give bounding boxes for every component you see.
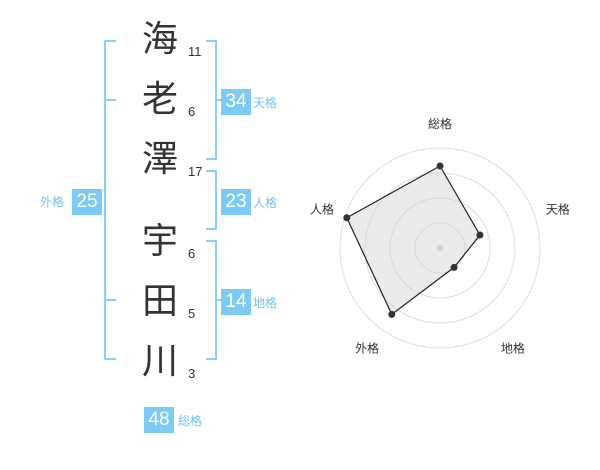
- gaikaku-badge: 25: [72, 189, 102, 215]
- radar-point: [388, 310, 396, 318]
- bracket-tick: [104, 299, 116, 301]
- stroke-count-5: 5: [188, 306, 196, 321]
- chikaku-label: 地格: [253, 296, 278, 310]
- radar-point: [436, 162, 444, 170]
- bracket-tick: [104, 99, 116, 101]
- radar-polygon: [346, 165, 481, 316]
- soukaku-badge: 48: [144, 407, 174, 433]
- name-char-3: 澤: [141, 139, 178, 180]
- stroke-count-3: 17: [188, 164, 203, 179]
- radar-center: [437, 245, 443, 251]
- bracket-tick: [217, 99, 221, 101]
- stroke-count-1: 11: [188, 44, 202, 59]
- radar-point: [450, 263, 458, 271]
- tenkaku-badge: 34: [221, 89, 251, 115]
- stroke-count-2: 6: [188, 104, 196, 119]
- jinkaku-label: 人格: [253, 196, 278, 210]
- gaikaku-bracket: [104, 40, 116, 360]
- name-char-2: 老: [141, 79, 178, 120]
- stroke-count-4: 6: [188, 246, 196, 261]
- radar-axis-label: 総格: [428, 116, 452, 131]
- stroke-count-6: 3: [188, 366, 196, 381]
- radar-axis-label: 外格: [355, 340, 379, 355]
- soukaku-label: 総格: [178, 414, 203, 428]
- gaikaku-label: 外格: [40, 195, 65, 209]
- name-char-4: 宇: [141, 221, 178, 262]
- tenkaku-bracket: [206, 40, 217, 160]
- name-char-5: 田: [141, 281, 178, 322]
- name-char-6: 川: [141, 341, 178, 382]
- name-char-1: 海: [141, 19, 178, 60]
- radar-axis-label: 地格: [501, 340, 525, 355]
- jinkaku-badge: 23: [221, 189, 251, 215]
- radar-point: [343, 214, 351, 222]
- radar-point: [476, 231, 484, 239]
- chikaku-bracket: [206, 240, 217, 360]
- radar-axis-label: 天格: [546, 202, 570, 217]
- bracket-tick: [217, 299, 221, 301]
- tenkaku-label: 天格: [253, 96, 278, 110]
- jinkaku-bracket: [206, 170, 217, 230]
- chikaku-badge: 14: [221, 289, 251, 315]
- radar-axis-label: 人格: [310, 202, 334, 217]
